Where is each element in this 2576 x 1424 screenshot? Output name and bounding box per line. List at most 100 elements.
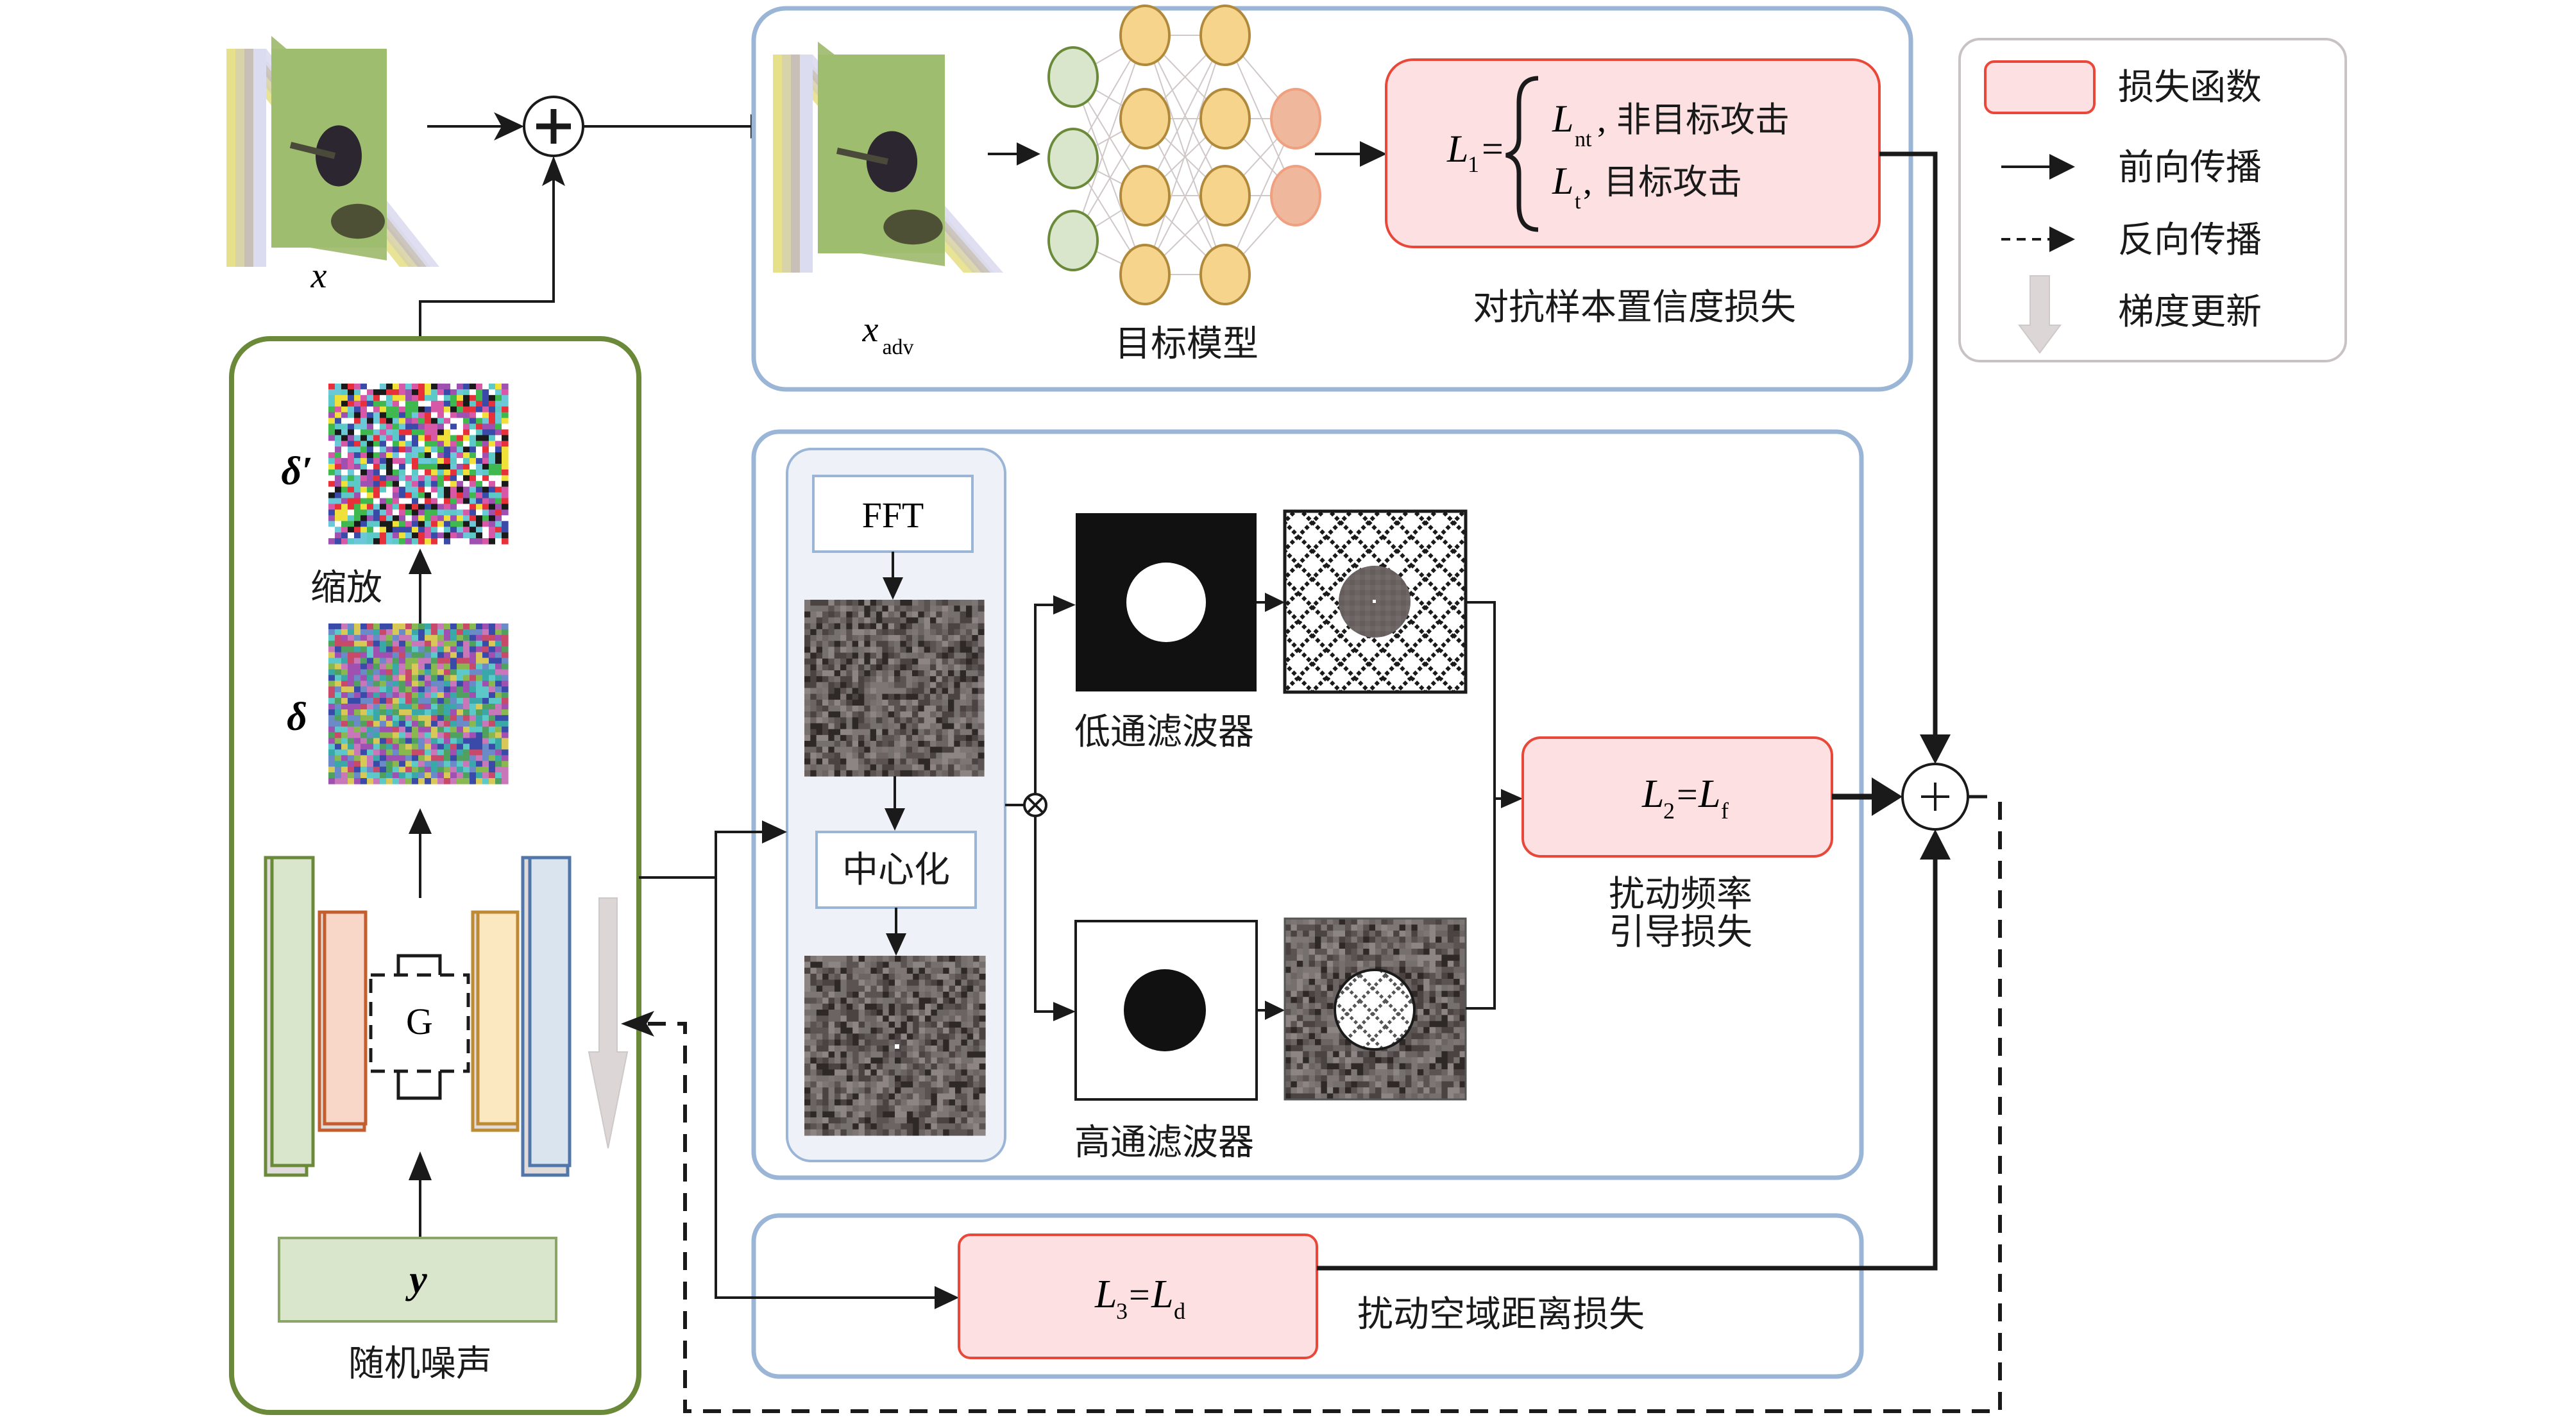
arrow-filters-to-loss2 — [1466, 601, 1523, 1010]
input-image-label: x — [310, 256, 327, 296]
highpass-caption: 高通滤波器 — [1074, 1122, 1254, 1164]
scale-label: 缩放 — [310, 567, 382, 609]
generator-g-label: G — [406, 1001, 433, 1042]
gradient-update-arrow — [588, 897, 629, 1149]
legend-label-forward: 前向传播 — [2118, 147, 2262, 189]
loss1-case2-symbol: L — [1552, 160, 1573, 202]
frequency-panel — [751, 429, 1864, 1180]
loss3-lhs: L — [1094, 1273, 1117, 1316]
nn-node — [1199, 88, 1251, 149]
arrow-add-to-xadv — [583, 114, 777, 139]
loss2-box: L 2 = L f — [1521, 736, 1833, 858]
loss1-case1-subscript: nt — [1575, 128, 1592, 151]
legend-label-loss: 损失函数 — [2118, 67, 2262, 108]
delta-prime-perturbation — [328, 384, 509, 545]
loss2-lhs-subscript: 2 — [1663, 798, 1675, 824]
solid-arrow-icon — [2001, 154, 2075, 180]
arrow-spectrum-to-center — [885, 776, 905, 831]
loss1-case2-comma: , — [1583, 162, 1592, 202]
fft-label: FFT — [862, 496, 924, 536]
arrow-lowpass-to-result — [1257, 593, 1285, 612]
arrow-loss3-to-sum — [1317, 829, 1951, 1271]
arrow-model-to-loss1 — [1315, 141, 1387, 167]
adversarial-image-subscript: adv — [882, 335, 913, 359]
loss2-equals: = — [1677, 774, 1698, 815]
nn-node — [1119, 4, 1171, 66]
noise-input-box — [278, 1237, 557, 1323]
brace-icon — [1505, 76, 1539, 232]
nn-node — [1119, 88, 1171, 149]
loss3-equals: = — [1129, 1274, 1150, 1316]
legend: 损失函数 前向传播 反向传播 梯度更新 — [1958, 38, 2347, 362]
input-image-stack — [226, 36, 439, 267]
nn-node — [1270, 165, 1321, 226]
loss2-rhs-subscript: f — [1721, 798, 1729, 824]
loss1-lhs-subscript: 1 — [1468, 151, 1479, 177]
nn-node — [1119, 165, 1171, 226]
dashed-arrow-icon — [2001, 226, 2075, 252]
encoder-block-1 — [270, 856, 315, 1167]
arrow-loss2-to-sum — [1832, 777, 1902, 816]
arrow-xadv-to-model — [988, 142, 1040, 165]
nn-node — [1270, 88, 1321, 149]
arrow-highpass-to-result — [1257, 1001, 1285, 1020]
loss1-case2-subscript: t — [1575, 190, 1581, 214]
delta-label: δ — [287, 695, 307, 739]
gradient-arrow-icon — [2018, 275, 2062, 354]
sum-node — [1901, 763, 1969, 831]
loss2-caption-line2: 引导损失 — [1609, 911, 1752, 953]
centered-spectrum-image — [804, 956, 986, 1136]
lowpass-filter-mask — [1076, 513, 1257, 691]
spectrum-image — [804, 600, 985, 777]
loss2-rhs: L — [1698, 772, 1720, 816]
target-model-caption: 目标模型 — [1115, 323, 1258, 365]
nn-node — [1199, 165, 1251, 226]
loss1-equals: = — [1482, 128, 1504, 170]
adversarial-image-label: x — [862, 310, 879, 350]
add-node — [523, 96, 584, 157]
arrow-noise-to-g — [409, 1151, 432, 1238]
legend-label-gradient: 梯度更新 — [2118, 291, 2262, 333]
nn-node — [1047, 46, 1099, 108]
loss3-caption: 扰动空域距离损失 — [1357, 1294, 1645, 1335]
loss1-lhs: L — [1446, 128, 1468, 170]
delta-perturbation — [328, 623, 509, 784]
arrow-loss1-to-sum — [1879, 151, 1951, 764]
lowpass-result-image — [1283, 509, 1468, 694]
highpass-result-image — [1284, 917, 1467, 1101]
arrow-fft-to-spectrum — [883, 552, 903, 600]
arrow-generator-to-fft — [639, 820, 787, 879]
loss1-caption: 对抗样本置信度损失 — [1473, 287, 1796, 328]
centering-label: 中心化 — [842, 849, 950, 891]
loss-box-swatch — [1984, 60, 2096, 114]
loss1-case1-comma: , — [1597, 100, 1606, 140]
loss1-box: L 1 = L nt , 非目标攻击 L t , 目标攻击 — [1385, 58, 1881, 248]
lowpass-caption: 低通滤波器 — [1074, 711, 1254, 753]
decoder-block-1 — [476, 910, 520, 1126]
arrow-delta-to-delta-prime — [409, 548, 432, 623]
generator-core: G — [369, 954, 470, 1100]
arrow-g-to-delta — [409, 808, 432, 898]
loss1-case2-text: 目标攻击 — [1604, 162, 1742, 202]
loss1-case1-symbol: L — [1552, 97, 1573, 140]
generator-network: G — [264, 856, 629, 1177]
loss2-caption-line1: 扰动频率 — [1609, 874, 1752, 915]
nn-node — [1047, 128, 1099, 189]
decoder-block-2 — [528, 856, 572, 1167]
neural-network — [1047, 4, 1321, 305]
loss1-case1-text: 非目标攻击 — [1616, 99, 1790, 140]
noise-caption: 随机噪声 — [348, 1343, 492, 1385]
encoder-block-2 — [323, 910, 368, 1126]
loss2-lhs: L — [1641, 772, 1664, 816]
multiply-node — [1005, 595, 1076, 1021]
backpropagation-path — [621, 795, 2002, 1413]
nn-node — [1199, 4, 1251, 66]
nn-node — [1119, 244, 1171, 305]
adversarial-image-stack — [773, 42, 1003, 273]
loss3-lhs-subscript: 3 — [1116, 1298, 1128, 1324]
arrow-center-to-spectrum — [886, 908, 906, 956]
delta-prime-label: δ′ — [281, 450, 312, 493]
highpass-filter-mask — [1074, 920, 1258, 1101]
nn-node — [1047, 210, 1099, 271]
